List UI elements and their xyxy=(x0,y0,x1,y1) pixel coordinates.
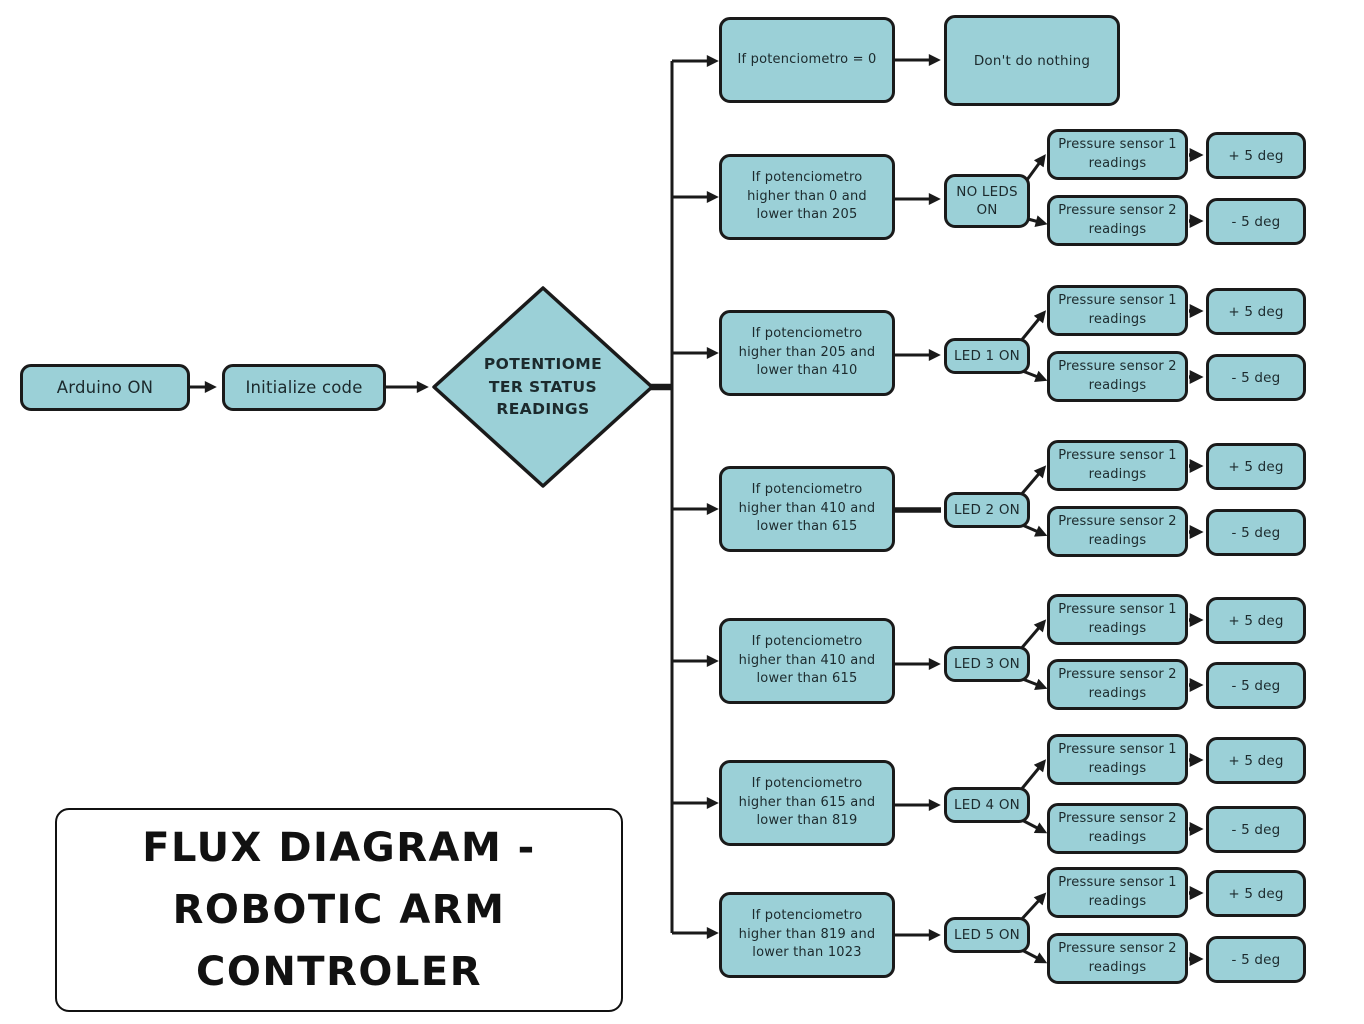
sensor2-node-r6: Pressure sensor 2 readings xyxy=(1047,803,1188,854)
sensor2-node-r2: Pressure sensor 2 readings xyxy=(1047,195,1188,246)
condition-615-819: If potenciometro higher than 615 and low… xyxy=(719,760,895,846)
led-node-3: LED 3 ON xyxy=(944,646,1030,682)
action-minus5-r6: - 5 deg xyxy=(1206,806,1306,853)
sensor1-node-r2: Pressure sensor 1 readings xyxy=(1047,129,1188,180)
arrow-led6-sensor1 xyxy=(1018,759,1047,792)
sensor-to-deg-arrows xyxy=(1189,148,1204,966)
action-plus5-r2: + 5 deg xyxy=(1206,132,1306,179)
sensor1-node-r7: Pressure sensor 1 readings xyxy=(1047,867,1188,918)
action-minus5-r4: - 5 deg xyxy=(1206,509,1306,556)
arrow-led3-sensor1 xyxy=(1018,310,1047,343)
action-plus5-r5: + 5 deg xyxy=(1206,597,1306,644)
arrow-led7-sensor1 xyxy=(1018,892,1047,923)
node-arduino-on: Arduino ON xyxy=(20,364,190,411)
condition-pot-eq-0: If potenciometro = 0 xyxy=(719,17,895,103)
condition-0-205: If potenciometro higher than 0 and lower… xyxy=(719,154,895,240)
node-initialize-code: Initialize code xyxy=(222,364,386,411)
sensor2-node-r7: Pressure sensor 2 readings xyxy=(1047,933,1188,984)
sensor1-node-r3: Pressure sensor 1 readings xyxy=(1047,285,1188,336)
action-minus5-r2: - 5 deg xyxy=(1206,198,1306,245)
led-node-5: LED 5 ON xyxy=(944,917,1030,953)
sensor2-node-r3: Pressure sensor 2 readings xyxy=(1047,351,1188,402)
sensor1-node-r5: Pressure sensor 1 readings xyxy=(1047,594,1188,645)
condition-410-615-b: If potenciometro higher than 410 and low… xyxy=(719,618,895,704)
arrow-led4-sensor1 xyxy=(1018,465,1047,497)
led-node-2: LED 2 ON xyxy=(944,492,1030,528)
led-node-4: LED 4 ON xyxy=(944,787,1030,823)
condition-819-1023: If potenciometro higher than 819 and low… xyxy=(719,892,895,978)
action-plus5-r7: + 5 deg xyxy=(1206,870,1306,917)
decision-potentiometer-readings: POTENTIOME TER STATUS READINGS xyxy=(483,355,603,419)
action-plus5-r4: + 5 deg xyxy=(1206,443,1306,490)
node-dont-do-nothing: Don't do nothing xyxy=(944,15,1120,106)
title-box: FLUX DIAGRAM - ROBOTIC ARM CONTROLER xyxy=(55,808,623,1012)
led-node-no-leds: NO LEDS ON xyxy=(944,174,1030,228)
action-minus5-r5: - 5 deg xyxy=(1206,662,1306,709)
sensor1-node-r4: Pressure sensor 1 readings xyxy=(1047,440,1188,491)
sensor1-node-r6: Pressure sensor 1 readings xyxy=(1047,734,1188,785)
sensor2-node-r5: Pressure sensor 2 readings xyxy=(1047,659,1188,710)
sensor2-node-r4: Pressure sensor 2 readings xyxy=(1047,506,1188,557)
arrow-led5-sensor1 xyxy=(1018,619,1047,651)
action-minus5-r7: - 5 deg xyxy=(1206,936,1306,983)
action-plus5-r3: + 5 deg xyxy=(1206,288,1306,335)
condition-205-410: If potenciometro higher than 205 and low… xyxy=(719,310,895,396)
led-node-1: LED 1 ON xyxy=(944,338,1030,374)
action-plus5-r6: + 5 deg xyxy=(1206,737,1306,784)
condition-410-615-a: If potenciometro higher than 410 and low… xyxy=(719,466,895,552)
action-minus5-r3: - 5 deg xyxy=(1206,354,1306,401)
